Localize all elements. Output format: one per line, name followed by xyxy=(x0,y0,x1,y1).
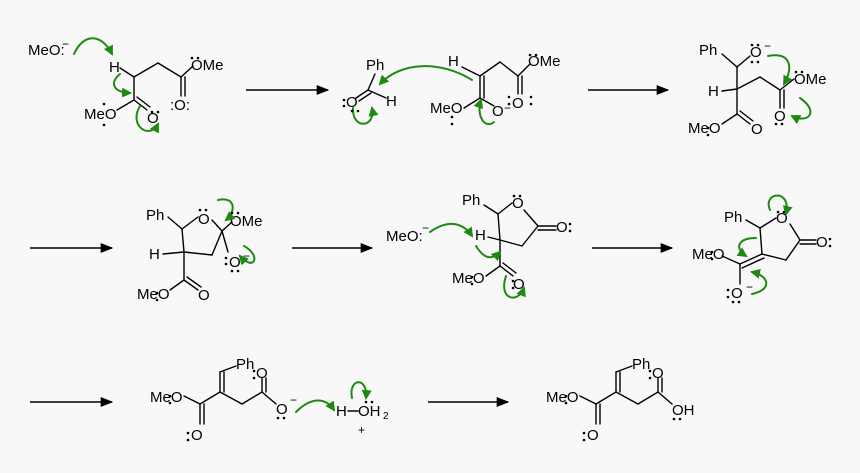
structure-8-acid-product: Ph MeO O O OH xyxy=(546,356,695,444)
carboxylate-oxygen-label: O xyxy=(276,401,288,418)
hydrogen-label: H xyxy=(475,227,486,244)
ester-meo-label: MeO xyxy=(546,389,579,406)
structure-5-lactone-and-methoxide: MeO: − Ph O O H MeO O xyxy=(386,192,568,299)
alkoxide-oxygen-label: O xyxy=(229,254,241,271)
ring-oxygen-label: O xyxy=(776,210,788,227)
carbonyl-oxygen-label: O xyxy=(256,365,268,382)
ring-oxygen-label: O xyxy=(512,195,524,212)
structure-2-enolate-and-benzaldehyde: Ph O H H OMe O MeO O − xyxy=(346,53,561,125)
methoxy-label: OMe xyxy=(191,57,224,74)
carbonyl-oxygen-label: O xyxy=(556,219,568,236)
methoxide-label: MeO: xyxy=(386,228,423,245)
ester-meo-label: MeO xyxy=(430,100,463,117)
methoxy-label: OMe xyxy=(528,53,561,70)
ester-meo-label: MeO xyxy=(688,120,721,137)
structure-4-tetrahedral-intermediate: Ph O OMe O − H MeO O xyxy=(137,198,263,304)
carbonyl-oxygen-label: O xyxy=(652,365,664,382)
phenyl-label: Ph xyxy=(699,42,717,59)
aldehyde-oxygen-label: O xyxy=(346,94,358,111)
ring-oxygen-label: O xyxy=(198,211,210,228)
ester-carbonyl-oxygen-label: O xyxy=(587,427,599,444)
ester-meo-label: MeO xyxy=(137,286,170,303)
hydrogen-label: H xyxy=(708,83,719,100)
carbonyl-oxygen-label: O xyxy=(816,234,828,251)
carbonyl-oxygen-label: :O: xyxy=(170,97,190,114)
ester-oxygen-label: O xyxy=(751,121,763,138)
ester-carbonyl-oxygen-label: O xyxy=(191,427,203,444)
phenyl-label: Ph xyxy=(632,356,650,373)
ester-meo-label: MeO xyxy=(150,389,183,406)
negative-charge: − xyxy=(422,221,429,235)
phenyl-label: Ph xyxy=(366,57,384,74)
methoxy-label: OMe xyxy=(794,71,827,88)
aldehyde-hydrogen-label: H xyxy=(386,93,397,110)
hydrogen-label: H xyxy=(109,59,120,76)
phenyl-label: Ph xyxy=(146,207,164,224)
negative-charge: − xyxy=(764,39,771,53)
phenyl-label: Ph xyxy=(724,209,742,226)
hydronium-oh-label: OH xyxy=(358,403,381,420)
ester-oxygen-label: O xyxy=(513,276,525,293)
enolate-oxygen-label: O xyxy=(492,103,504,120)
lone-pair-dots xyxy=(102,43,832,442)
ester-meo-label: MeO xyxy=(84,106,117,123)
methoxide-label: MeO: xyxy=(28,42,65,59)
phenyl-label: Ph xyxy=(462,192,480,209)
structure-3-alkoxide-intermediate: Ph O − H OMe O MeO O xyxy=(688,39,827,138)
methoxy-label: OMe xyxy=(230,213,263,230)
carbonyl-oxygen-label: O xyxy=(512,95,524,112)
hydroxyl-label: OH xyxy=(672,402,695,419)
ester-meo-label: MeO xyxy=(692,246,725,263)
structure-6-enolate-lactone: Ph O O MeO O − xyxy=(692,194,828,302)
carbonyl-oxygen-label: O xyxy=(774,108,786,125)
phenyl-label: Ph xyxy=(236,356,254,373)
hydrogen-label: H xyxy=(149,246,160,263)
ester-oxygen-label: O xyxy=(147,110,159,127)
hydronium-ion: H OH 2 + xyxy=(336,381,389,437)
hydrogen-label: H xyxy=(336,403,347,420)
negative-charge: − xyxy=(746,280,753,294)
negative-charge: − xyxy=(62,37,69,51)
subscript-two: 2 xyxy=(383,411,389,422)
negative-charge: − xyxy=(504,101,511,115)
ester-oxygen-label: O xyxy=(198,287,210,304)
negative-charge: − xyxy=(290,393,297,407)
positive-charge: + xyxy=(358,423,365,437)
enolate-oxygen-label: O xyxy=(731,285,743,302)
structure-7-carboxylate: Ph MeO O O O − xyxy=(150,356,336,444)
structure-1-diester-and-methoxide: MeO: − H OMe :O: MeO O xyxy=(28,37,224,134)
alkoxide-oxygen-label: O xyxy=(750,44,762,61)
vinyl-hydrogen-label: H xyxy=(448,53,459,70)
ester-meo-label: MeO xyxy=(452,270,485,287)
